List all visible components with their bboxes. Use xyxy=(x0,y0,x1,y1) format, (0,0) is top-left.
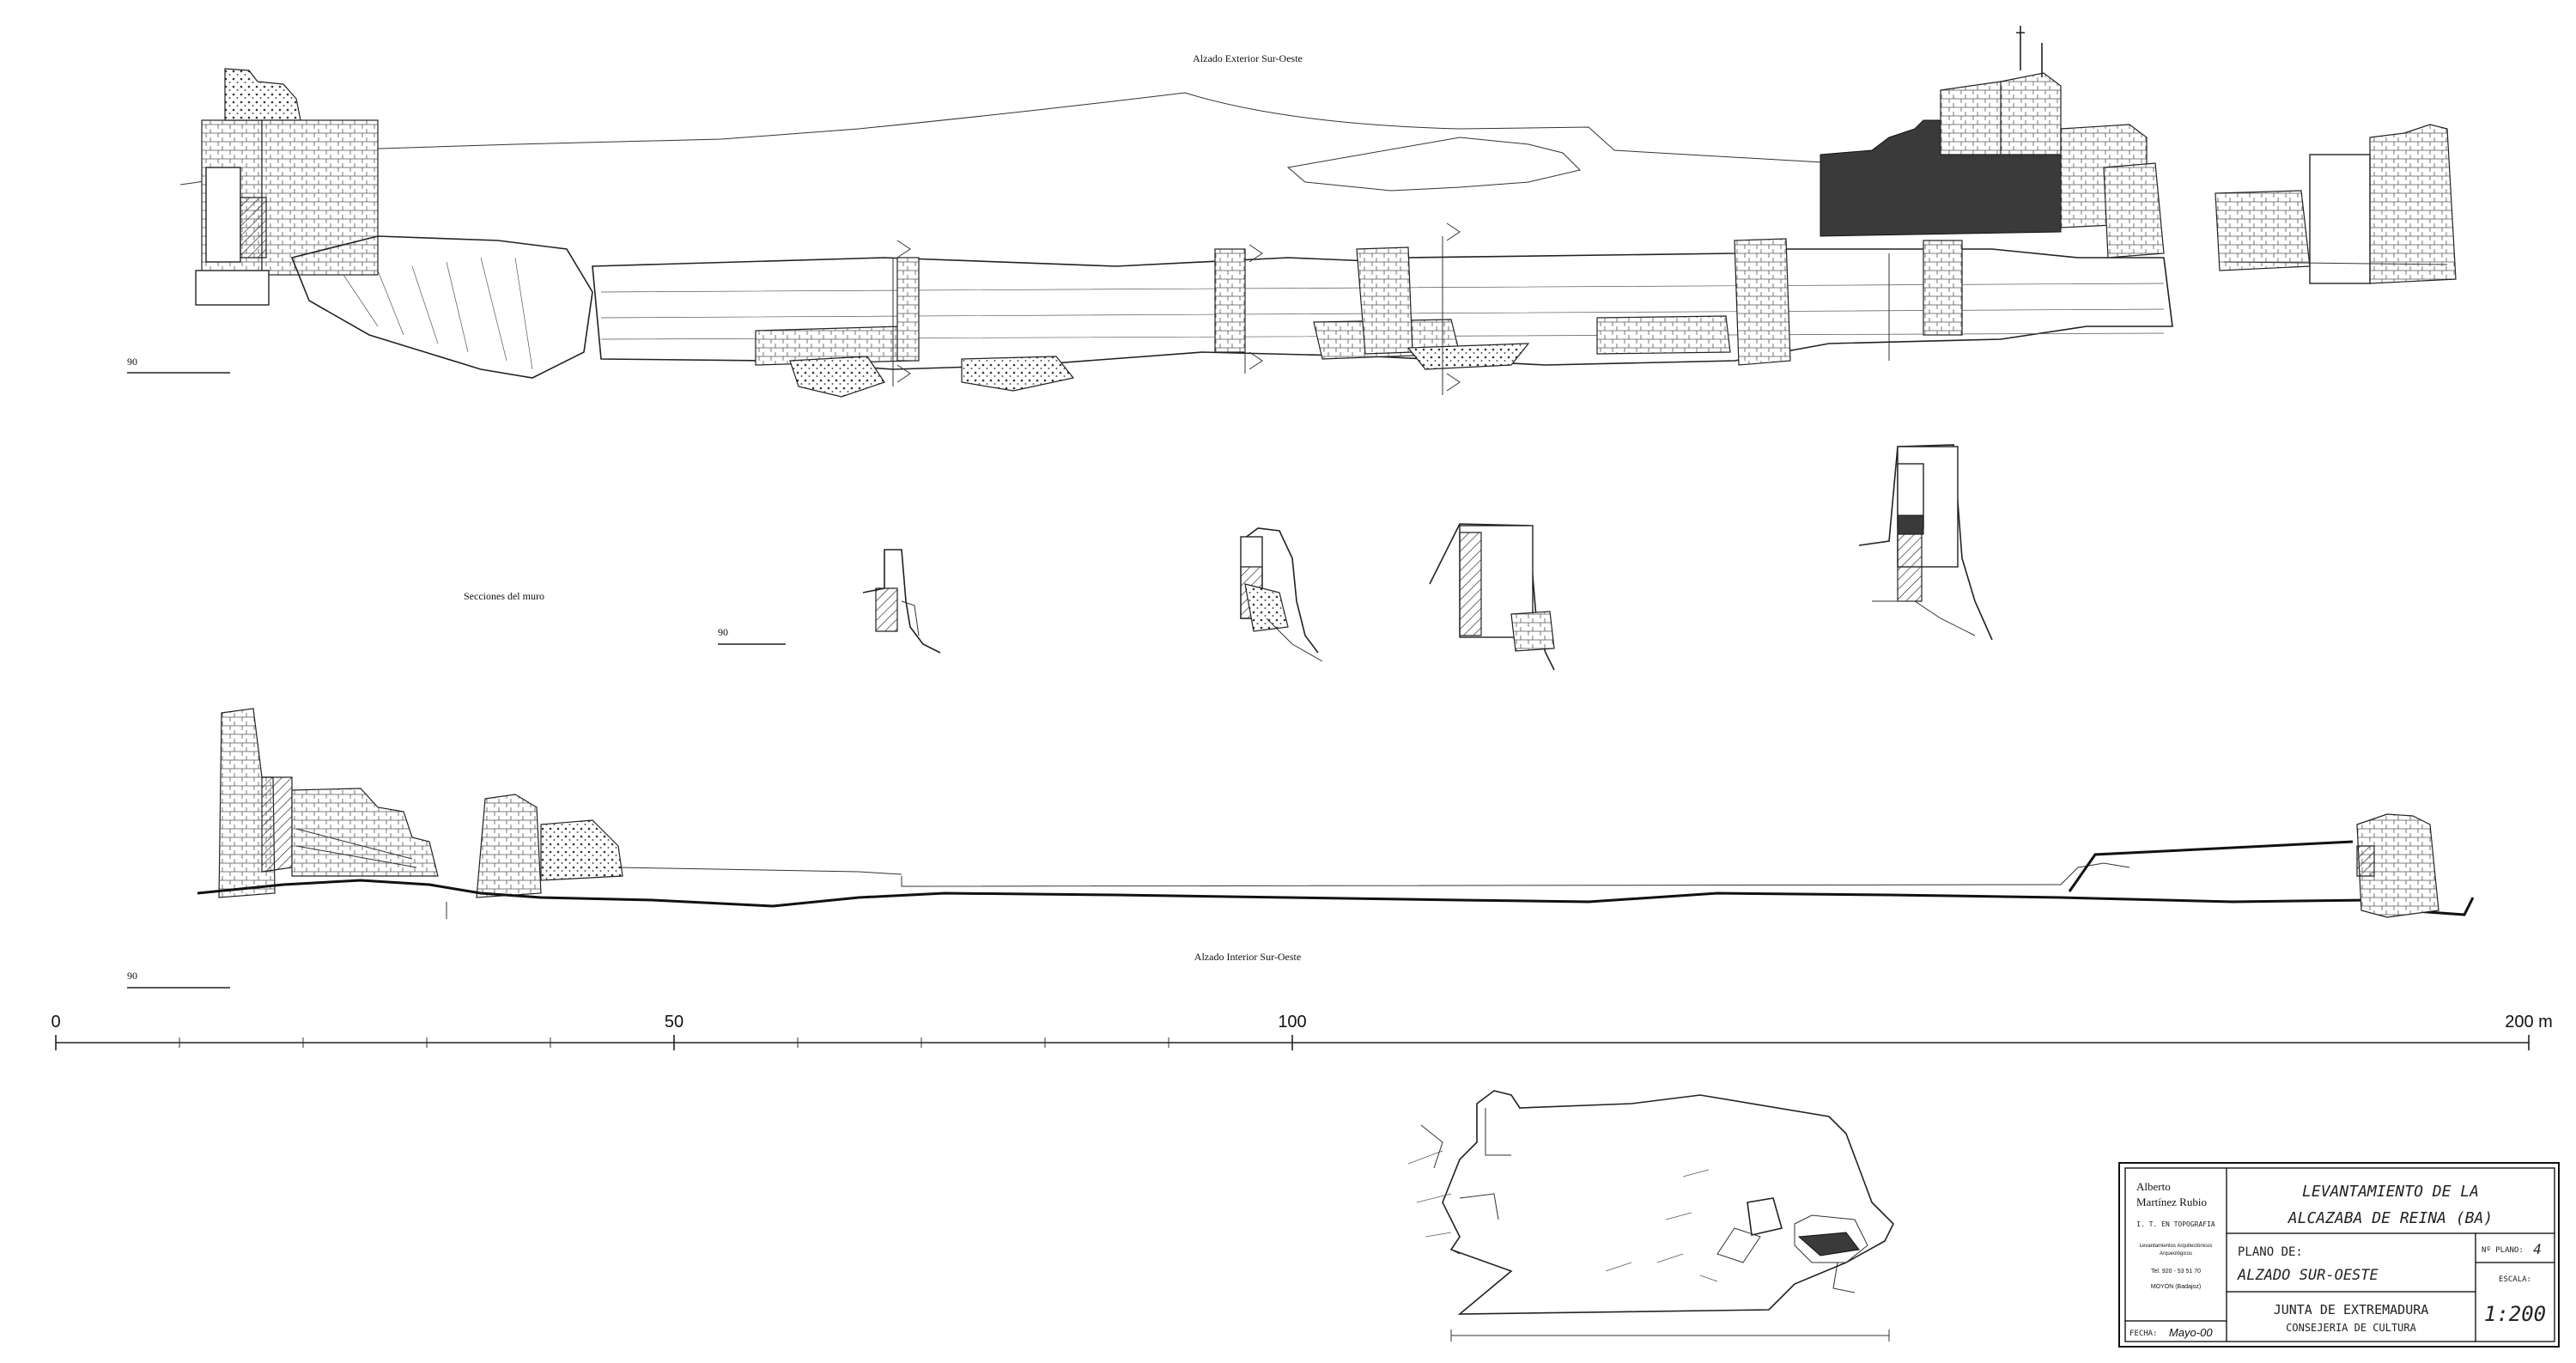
wall-section-3 xyxy=(1429,523,1555,671)
title-block: Alberto Martínez Rubio I. T. EN TOPOGRAF… xyxy=(2118,1162,2560,1348)
interior-scalebar-label: 90 xyxy=(127,970,137,982)
plan-label: PLANO DE: xyxy=(2238,1245,2303,1259)
section-cut-markers xyxy=(892,222,1890,395)
interior-elevation-title: Alzado Interior Sur-Oeste xyxy=(1194,951,1301,963)
author-title: I. T. EN TOPOGRAFIA xyxy=(2136,1220,2215,1228)
exterior-scalebar-label: 90 xyxy=(127,356,137,368)
author-specialty-2: Arqueológicos xyxy=(2160,1251,2192,1257)
author-city: MOYÓN (Badajoz) xyxy=(2151,1282,2201,1290)
graphic-scale: 0 50 100 200 m xyxy=(51,1013,2553,1050)
author-specialty-1: Levantamientos Arquitectónicos xyxy=(2140,1244,2213,1249)
wall-section-4 xyxy=(1858,444,1993,641)
scale-value: 1:200 xyxy=(2484,1302,2546,1326)
client-line1: JUNTA DE EXTREMADURA xyxy=(2274,1302,2429,1317)
scale-label: ESCALA: xyxy=(2499,1275,2531,1284)
graphic-scale-label: 100 xyxy=(1278,1013,1306,1031)
exterior-elevation: Alzado Exterior Sur-Oeste xyxy=(127,26,2457,398)
interior-elevation: Alzado Interior Sur-Oeste 90 xyxy=(127,708,2475,989)
wall-sections: Secciones del muro xyxy=(464,444,1993,671)
plan-name: ALZADO SUR-OESTE xyxy=(2237,1267,2379,1284)
graphic-scale-label: 200 m xyxy=(2505,1013,2553,1031)
author-name-line1: Alberto xyxy=(2136,1180,2171,1193)
wall-section-1 xyxy=(862,549,941,654)
exterior-elevation-title: Alzado Exterior Sur-Oeste xyxy=(1193,52,1303,64)
graphic-scale-label: 50 xyxy=(665,1013,683,1031)
date-label: FECHA: xyxy=(2129,1330,2158,1338)
author-phone: Tel. 920 - 53 51 70 xyxy=(2151,1269,2201,1275)
project-title-line2: ALCAZABA DE REINA (BA) xyxy=(2287,1209,2493,1227)
sections-title: Secciones del muro xyxy=(464,590,544,602)
plan-number: 4 xyxy=(2533,1241,2542,1257)
project-title-line1: LEVANTAMIENTO DE LA xyxy=(2302,1183,2479,1201)
wall-section-2 xyxy=(1240,527,1323,662)
site-plan xyxy=(1407,1090,1894,1342)
plan-number-label: Nº PLANO: xyxy=(2482,1246,2524,1255)
client-line2: CONSEJERIA DE CULTURA xyxy=(2286,1322,2416,1334)
date-value: Mayo-00 xyxy=(2169,1326,2213,1339)
graphic-scale-label: 0 xyxy=(51,1013,60,1031)
sections-scalebar-label: 90 xyxy=(718,626,728,638)
author-name-line2: Martínez Rubio xyxy=(2136,1196,2207,1208)
